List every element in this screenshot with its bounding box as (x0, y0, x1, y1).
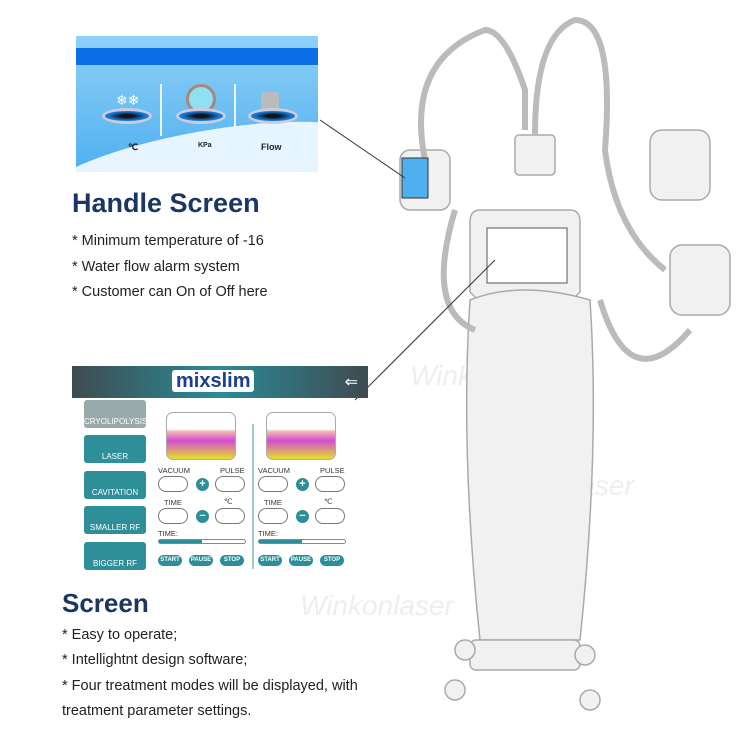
time-input[interactable] (158, 508, 188, 524)
plus-button[interactable]: + (196, 478, 209, 491)
plus-button[interactable]: + (296, 478, 309, 491)
temp-input[interactable] (215, 508, 245, 524)
stop-button[interactable]: STOP (220, 555, 244, 566)
vacuum-input[interactable] (258, 476, 288, 492)
minus-button[interactable]: − (196, 510, 209, 523)
vacuum-label: VACUUM (258, 466, 290, 475)
time-bar-label: TIME: (258, 529, 278, 538)
bullet: * Water flow alarm system (72, 259, 240, 275)
mode-cryolipolysis: CRYOLIPOLYSIS (84, 400, 147, 428)
vacuum-input[interactable] (158, 476, 188, 492)
mode-smaller-rf: SMALLER RF (84, 506, 146, 534)
mode-cavitation: CAVITATION (84, 471, 146, 499)
start-button[interactable]: START (258, 555, 282, 566)
snowflake-icon: ❄❄ (116, 92, 140, 108)
stop-button[interactable]: STOP (320, 555, 344, 566)
mode-bigger-rf: BIGGER RF (84, 542, 146, 570)
back-arrow-icon: ⇐ (344, 374, 358, 391)
treatment-image (166, 412, 236, 460)
time-progress (258, 539, 346, 544)
bullet: treatment parameter settings. (62, 703, 252, 719)
time-label: TIME (164, 498, 182, 507)
temp-label: ℃ (224, 497, 233, 506)
pulse-label: PULSE (320, 466, 345, 475)
start-button[interactable]: START (158, 555, 182, 566)
bullet: * Easy to operate; (62, 627, 178, 643)
temp-label: ℃ (128, 142, 139, 152)
time-progress (158, 539, 246, 544)
watermark: Winkonlaser (300, 590, 454, 621)
kpa-label: KPa (198, 142, 212, 149)
bullet: * Minimum temperature of -16 (72, 233, 264, 249)
mode-laser: LASER (84, 435, 146, 463)
vacuum-label: VACUUM (158, 466, 190, 475)
pause-button[interactable]: PAUSE (189, 555, 213, 566)
treatment-image (266, 412, 336, 460)
pulse-input[interactable] (315, 476, 345, 492)
screen-title: Screen (62, 588, 149, 618)
temp-label: ℃ (324, 497, 333, 506)
handle-screen-title: Handle Screen (72, 188, 260, 218)
pulse-input[interactable] (215, 476, 245, 492)
pulse-label: PULSE (220, 466, 245, 475)
mixslim-logo: mixslim (172, 370, 255, 392)
handle-screen-image: ❄❄ ℃ KPa Flow (76, 36, 318, 172)
flow-label: Flow (261, 142, 282, 152)
time-bar-label: TIME: (158, 529, 178, 538)
bullet: * Four treatment modes will be displayed… (62, 678, 358, 694)
temp-input[interactable] (315, 508, 345, 524)
minus-button[interactable]: − (296, 510, 309, 523)
time-label: TIME (264, 498, 282, 507)
bullet: * Customer can On of Off here (72, 284, 268, 300)
screen-image: mixslim ⇐ CRYOLIPOLYSIS LASER CAVITATION… (72, 366, 368, 572)
bullet: * Intellightnt design software; (62, 652, 248, 668)
time-input[interactable] (258, 508, 288, 524)
pause-button[interactable]: PAUSE (289, 555, 313, 566)
